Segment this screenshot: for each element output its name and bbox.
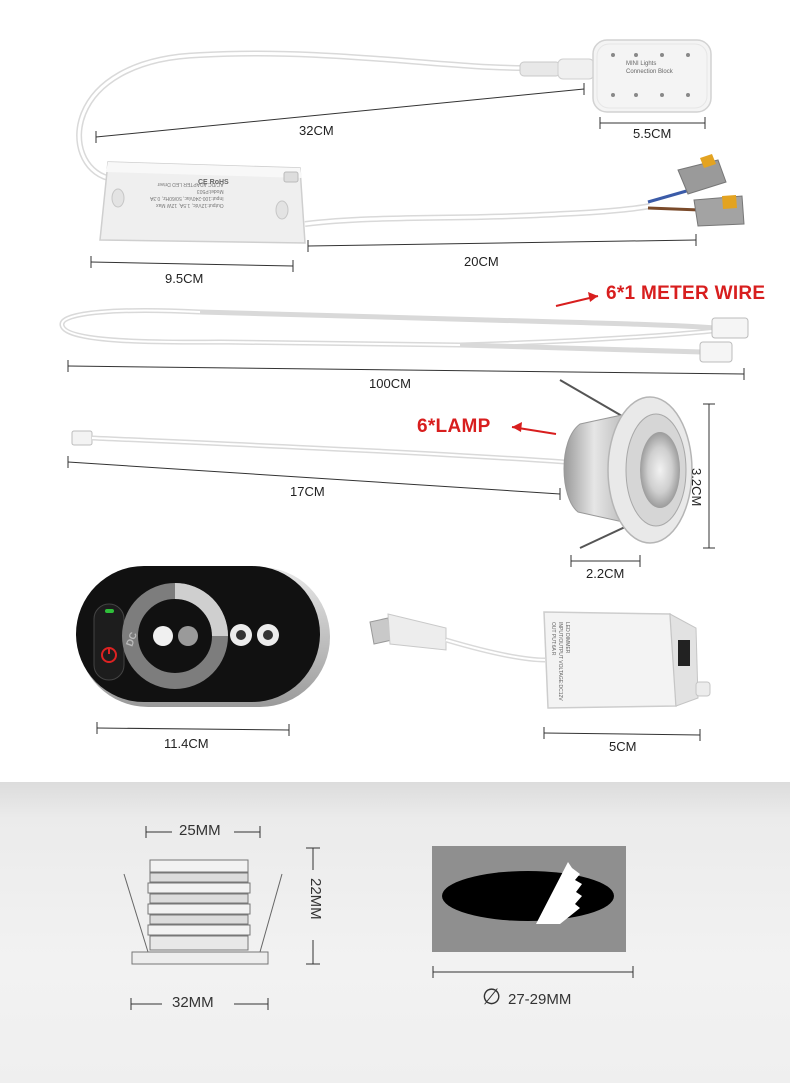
lamp (559, 379, 693, 549)
dimension-line-5-5cm (599, 117, 706, 129)
block-text-line1: MINI Lights (626, 61, 657, 67)
diameter-icon: ∅ (482, 985, 502, 1010)
dimension-line-20cm (307, 234, 697, 252)
remote-control (76, 566, 330, 707)
dim-label-3-2cm: 3.2CM (689, 468, 704, 507)
dimension-line-5cm (543, 727, 701, 741)
dim-label-17cm: 17CM (290, 484, 325, 499)
dim-line-25mm (145, 826, 261, 838)
connection-block (592, 39, 712, 113)
dim-label-2-2cm: 2.2CM (586, 566, 625, 581)
dimmer-text-line2: INPUT/OUTPUT VOLTAGE:DC12V (557, 622, 563, 701)
dimmer-text-line1: LED DIMMER (564, 622, 570, 654)
dim-label-20cm: 20CM (464, 254, 499, 269)
dimension-line-3-2cm (703, 403, 715, 549)
spec-drawings (123, 826, 634, 1010)
arrow-to-meter-wire (555, 292, 599, 307)
dim-line-32mm (130, 998, 269, 1010)
dimension-line-9-5cm (90, 256, 294, 272)
lamp-label: 6*LAMP (417, 416, 491, 437)
lamp-cable (71, 430, 566, 465)
fixture-profile (123, 859, 283, 965)
spec-label-25mm: 25MM (179, 822, 221, 839)
dimmer-text-line3: OUT PUT:6A R (550, 622, 556, 656)
arrow-to-lamp (511, 422, 557, 435)
driver-text-line2: Model:P503 (196, 188, 224, 194)
dim-label-100cm: 100CM (369, 376, 411, 391)
block-text-line2: Connection Block (626, 69, 673, 75)
dim-line-22mm (306, 847, 320, 965)
dimension-line-32cm (95, 83, 585, 143)
spec-panel: 25MM 22MM 32MM ∅ 27-29MM (0, 782, 790, 1083)
meter-wire-label: 6*1 METER WIRE (606, 283, 766, 304)
spec-label-32mm: 32MM (172, 994, 214, 1011)
driver-output-cable (304, 188, 701, 227)
spec-label-cutout: 27-29MM (508, 991, 572, 1008)
dimension-line-17cm (67, 456, 561, 500)
extension-wire (59, 308, 749, 363)
connection-block-text: MINI Lights Connection Block (626, 60, 673, 76)
dimension-line-100cm (67, 360, 745, 380)
dim-label-5-5cm: 5.5CM (633, 126, 672, 141)
dim-label-32cm: 32CM (299, 123, 334, 138)
dim-label-5cm: 5CM (609, 739, 637, 754)
led-driver (99, 161, 306, 244)
wire-connectors (677, 154, 745, 227)
dim-line-cutout (432, 966, 634, 978)
driver-text-line4: Output:12Vdc, 1.5A, 12W Max (156, 202, 224, 208)
dim-label-9-5cm: 9.5CM (165, 271, 204, 286)
driver-text-line3: Input:100-240Vac, 50/60Hz, 0.3A (150, 195, 224, 201)
dimension-line-11-4cm (96, 722, 290, 736)
dimmer-label: LED DIMMER INPUT/OUTPUT VOLTAGE:DC12V OU… (549, 622, 570, 702)
spec-label-22mm: 22MM (307, 878, 324, 920)
driver-ce-mark: CE RoHS (198, 179, 229, 186)
cutout-illustration (432, 846, 626, 952)
cable-to-connection-block (76, 50, 595, 181)
dimension-line-2-2cm (570, 555, 641, 567)
dim-label-11-4cm: 11.4CM (164, 736, 209, 751)
dimmer-receiver (369, 611, 711, 709)
